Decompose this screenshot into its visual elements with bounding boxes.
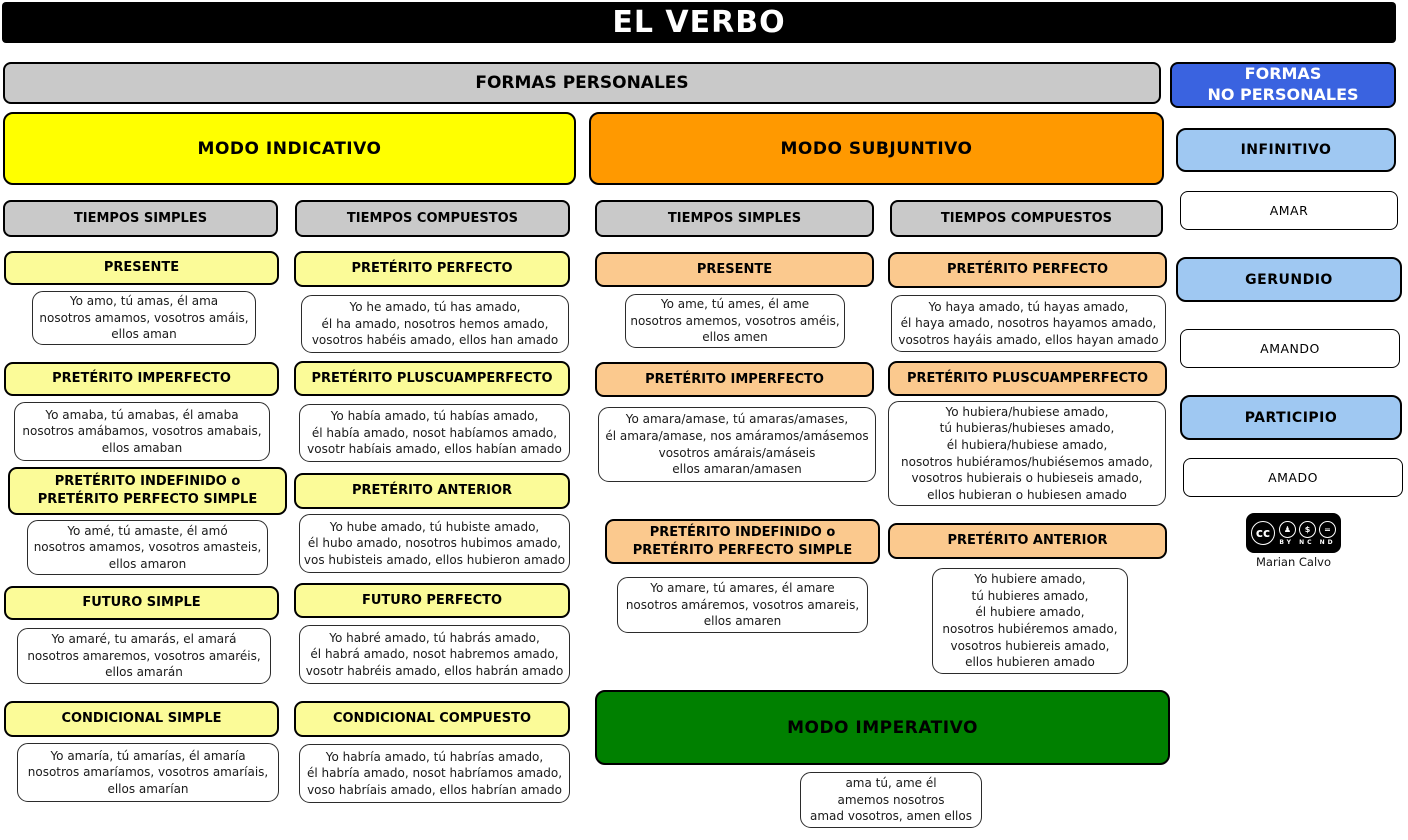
modo-subjuntivo-banner: MODO SUBJUNTIVO <box>589 112 1164 185</box>
cc-license-badge: cc ♟ $ = BY NC ND <box>1246 513 1341 553</box>
conjugation-box: Yo habría amado, tú habrías amado, él ha… <box>299 744 570 803</box>
tense-header: PRESENTE <box>4 251 279 285</box>
modo-imperativo-banner: MODO IMPERATIVO <box>595 690 1170 765</box>
conjugation-box: Yo había amado, tú habías amado, él habí… <box>299 404 570 462</box>
tense-header: PRETÉRITO PLUSCUAMPERFECTO <box>294 361 570 396</box>
indicativo-tiempos-simples-header: TIEMPOS SIMPLES <box>3 200 278 237</box>
conjugation-box: Yo amaría, tú amarías, él amaría nosotro… <box>17 743 279 802</box>
conjugation-box: Yo hubiera/hubiese amado, tú hubieras/hu… <box>888 401 1166 506</box>
tense-header: CONDICIONAL COMPUESTO <box>294 701 570 737</box>
tense-header: PRETÉRITO IMPERFECTO <box>595 362 874 397</box>
gerundio-form: AMANDO <box>1180 329 1400 368</box>
tense-header: PRETÉRITO IMPERFECTO <box>4 362 279 396</box>
tense-header: PRETÉRITO PERFECTO <box>888 252 1167 288</box>
conjugation-box: Yo amé, tú amaste, él amó nosotros amamo… <box>27 520 268 575</box>
subjuntivo-tiempos-simples-header: TIEMPOS SIMPLES <box>595 200 874 237</box>
tense-header: PRETÉRITO ANTERIOR <box>294 473 570 509</box>
infinitivo-header: INFINITIVO <box>1176 128 1396 172</box>
tense-header: PRETÉRITO PERFECTO <box>294 251 570 287</box>
page-title: EL VERBO <box>2 2 1396 43</box>
conjugation-box: Yo hube amado, tú hubiste amado, él hubo… <box>299 514 570 573</box>
conjugation-box: Yo amara/amase, tú amaras/amases, él ama… <box>598 407 876 482</box>
conjugation-box: Yo ame, tú ames, él ame nosotros amemos,… <box>625 294 845 348</box>
subjuntivo-tiempos-compuestos-header: TIEMPOS COMPUESTOS <box>890 200 1163 237</box>
conjugation-box: ama tú, ame él amemos nosotros amad voso… <box>800 772 982 828</box>
conjugation-box: Yo hubiere amado, tú hubieres amado, él … <box>932 568 1128 674</box>
conjugation-box: Yo amo, tú amas, él ama nosotros amamos,… <box>32 291 256 345</box>
tense-header: PRETÉRITO ANTERIOR <box>888 523 1167 559</box>
tense-header: PRETÉRITO INDEFINIDO o PRETÉRITO PERFECT… <box>605 519 880 564</box>
cc-icon: cc <box>1251 521 1275 545</box>
conjugation-box: Yo he amado, tú has amado, él ha amado, … <box>301 295 569 353</box>
conjugation-box: Yo habré amado, tú habrás amado, él habr… <box>299 625 570 684</box>
participio-form: AMADO <box>1183 458 1403 497</box>
conjugation-box: Yo amaba, tú amabas, él amaba nosotros a… <box>14 402 270 461</box>
participio-header: PARTICIPIO <box>1180 395 1402 440</box>
cc-badge-labels: BY NC ND <box>1279 538 1336 546</box>
by-person-icon: ♟ <box>1279 520 1296 538</box>
gerundio-header: GERUNDIO <box>1176 257 1402 302</box>
formas-personales-header: FORMAS PERSONALES <box>3 62 1161 104</box>
nc-dollar-icon: $ <box>1299 520 1316 538</box>
modo-indicativo-banner: MODO INDICATIVO <box>3 112 576 185</box>
conjugation-box: Yo amare, tú amares, él amare nosotros a… <box>617 577 868 633</box>
indicativo-tiempos-compuestos-header: TIEMPOS COMPUESTOS <box>295 200 570 237</box>
conjugation-box: Yo amaré, tu amarás, el amará nosotros a… <box>17 628 271 684</box>
tense-header: FUTURO SIMPLE <box>4 586 279 620</box>
formas-no-personales-header: FORMAS NO PERSONALES <box>1170 62 1396 108</box>
tense-header: FUTURO PERFECTO <box>294 583 570 618</box>
author-credit: Marian Calvo <box>1256 555 1331 569</box>
nd-equals-icon: = <box>1319 520 1336 538</box>
infinitivo-form: AMAR <box>1180 191 1398 230</box>
tense-header: PRETÉRITO INDEFINIDO o PRETÉRITO PERFECT… <box>8 467 287 515</box>
tense-header: PRETÉRITO PLUSCUAMPERFECTO <box>888 361 1167 396</box>
tense-header: CONDICIONAL SIMPLE <box>4 701 279 737</box>
cc-badge-group: ♟ $ = BY NC ND <box>1279 520 1336 546</box>
tense-header: PRESENTE <box>595 252 874 287</box>
conjugation-box: Yo haya amado, tú hayas amado, él haya a… <box>891 295 1166 352</box>
